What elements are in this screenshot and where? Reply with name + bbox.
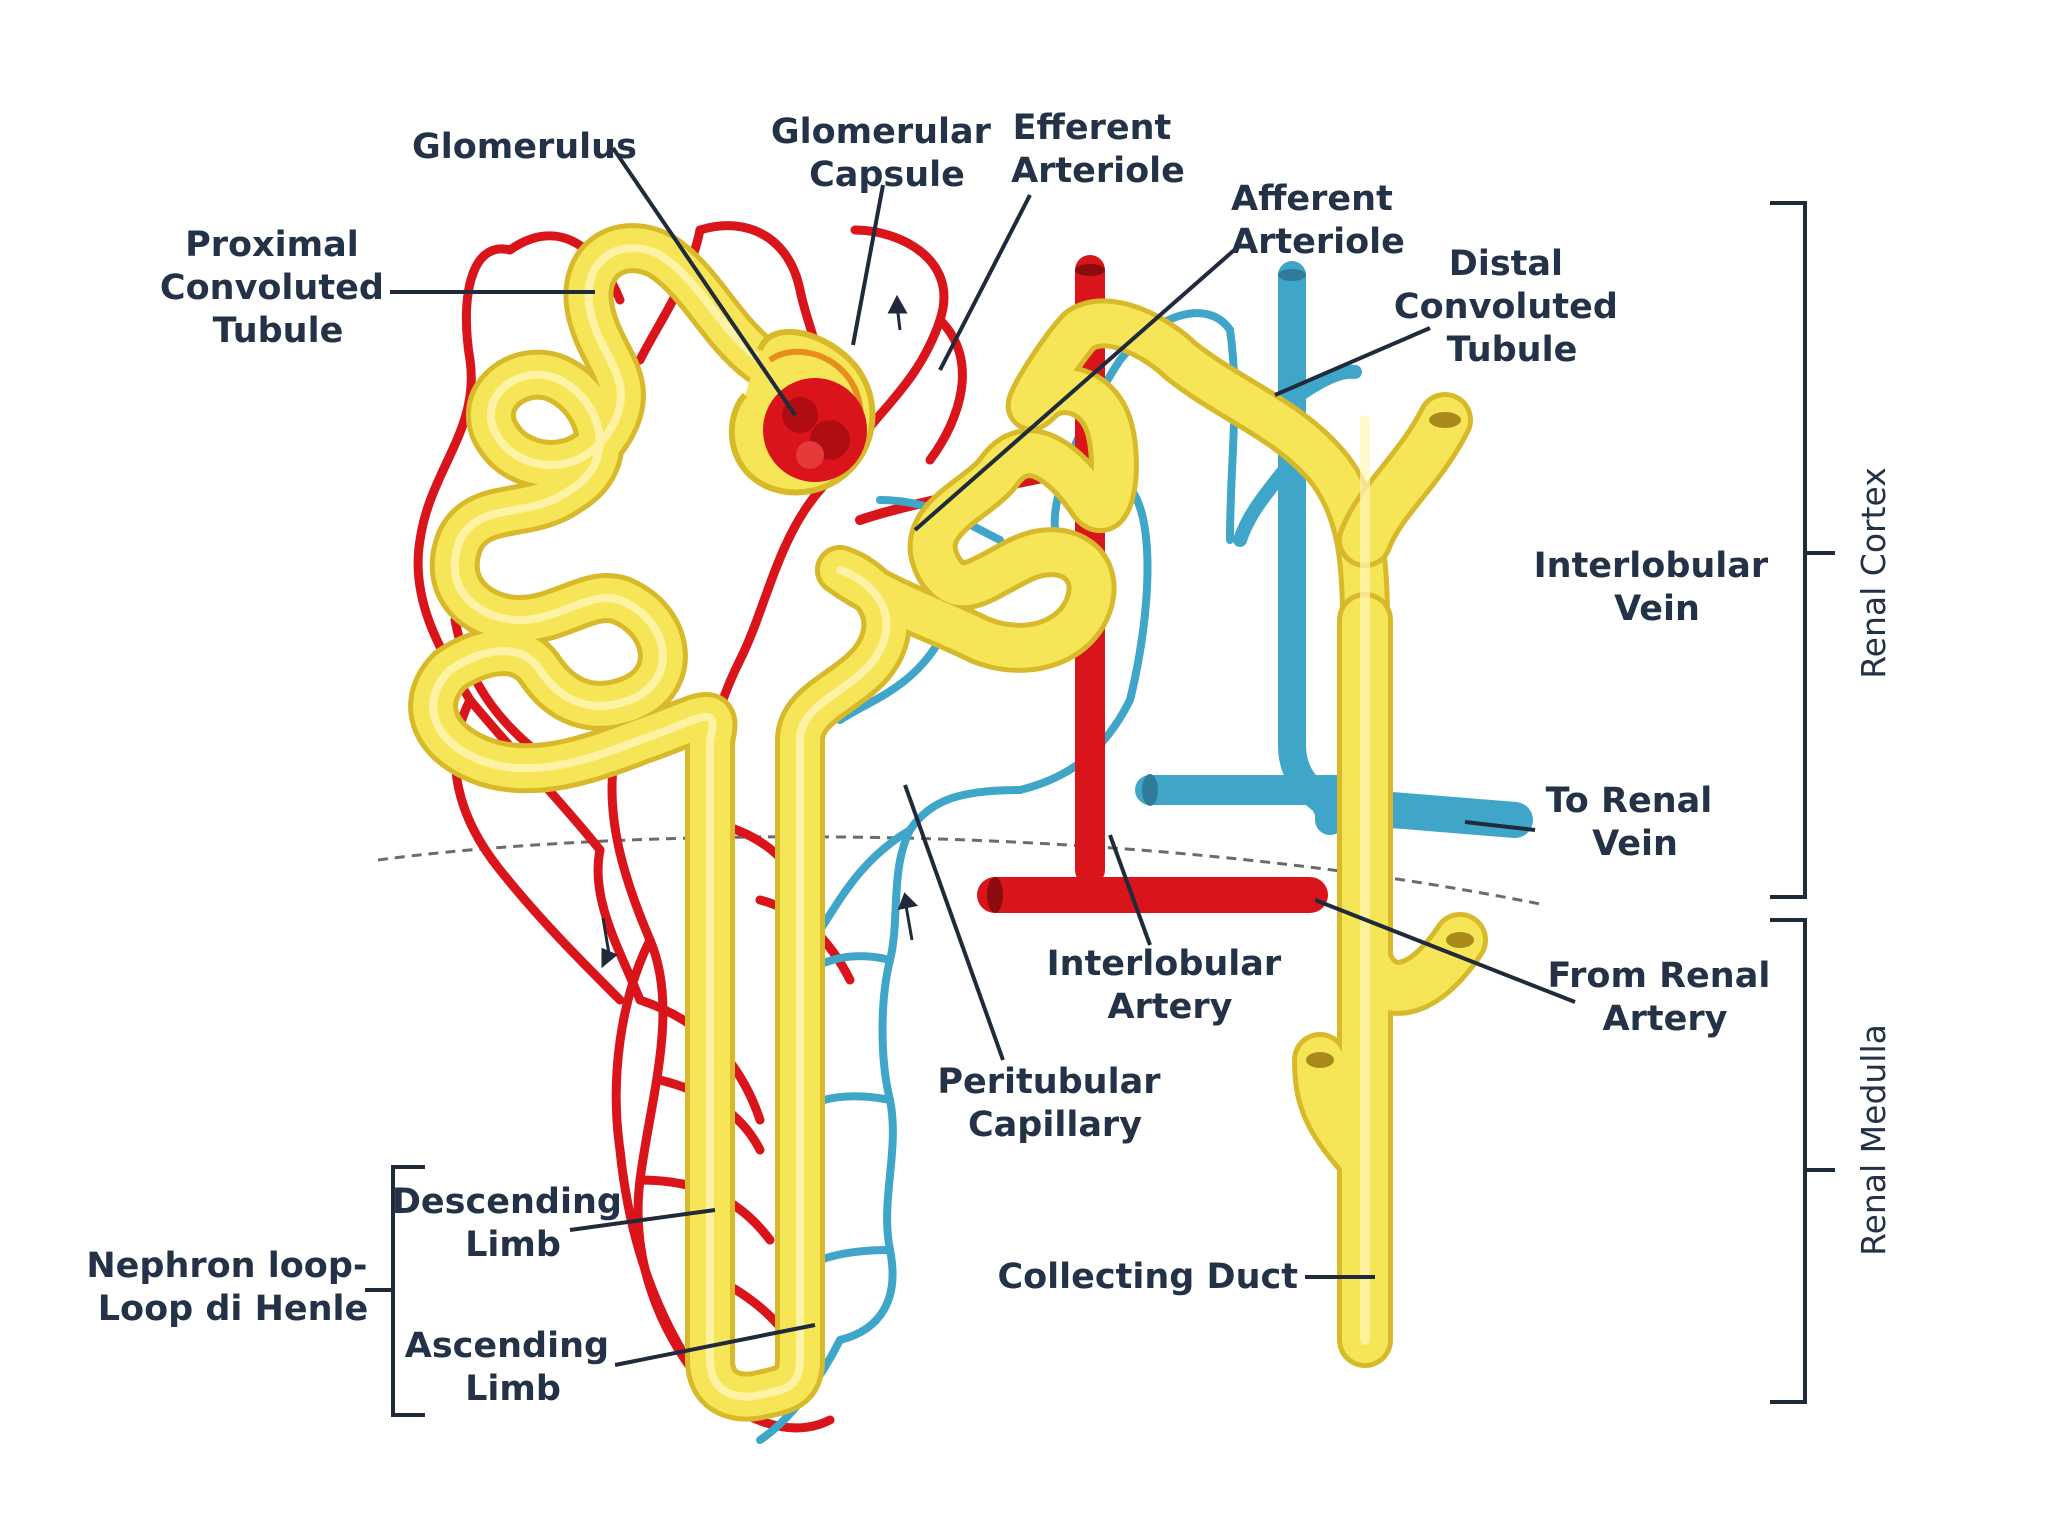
nephron-loop-label: Nephron loop- Loop di Henle: [86, 1246, 379, 1329]
duct-opening-3: [1306, 1052, 1334, 1068]
glomerulus-label: Glomerulus: [412, 127, 637, 167]
brackets: [365, 201, 1835, 1417]
flow-arrows: [601, 294, 919, 969]
from-renal-artery-label: From Renal Artery: [1547, 956, 1782, 1039]
interlobular-artery-label: Interlobular Artery: [1047, 944, 1294, 1027]
collecting-duct: [1292, 392, 1488, 1368]
collecting-duct-label: Collecting Duct: [997, 1257, 1298, 1297]
glomerular-capsule-label: Glomerular Capsule: [771, 112, 1003, 195]
to-renal-vein-label: To Renal Vein: [1546, 781, 1725, 864]
afferent-arteriole-label: Afferent Arteriole: [1231, 179, 1405, 262]
vein-opening-top: [1278, 269, 1306, 281]
renal-tubule: [433, 248, 1390, 1397]
artery-opening-left: [987, 877, 1003, 913]
interlobular-vein-label: Interlobular Vein: [1534, 546, 1781, 629]
artery-opening-top: [1075, 264, 1105, 276]
renal-cortex-label: Renal Cortex: [1854, 467, 1893, 679]
vein-opening-left: [1142, 774, 1158, 806]
efferent-arteriole-label: Efferent Arteriole: [1011, 108, 1185, 191]
peritubular-capillary-label: Peritubular Capillary: [937, 1062, 1172, 1145]
duct-opening-2: [1446, 932, 1474, 948]
renal-medulla-label: Renal Medulla: [1854, 1024, 1893, 1256]
arterial-network: [413, 221, 1085, 1433]
duct-opening-1: [1429, 412, 1461, 428]
leader-lines: [390, 146, 1576, 1367]
ascending-limb-label: Ascending Limb: [405, 1326, 622, 1409]
descending-limb-label: Descending Limb: [392, 1182, 634, 1265]
distal-convoluted-tubule-label: Distal Convoluted Tubule: [1394, 244, 1630, 370]
proximal-convoluted-tubule-label: Proximal Convoluted Tubule: [160, 225, 396, 351]
